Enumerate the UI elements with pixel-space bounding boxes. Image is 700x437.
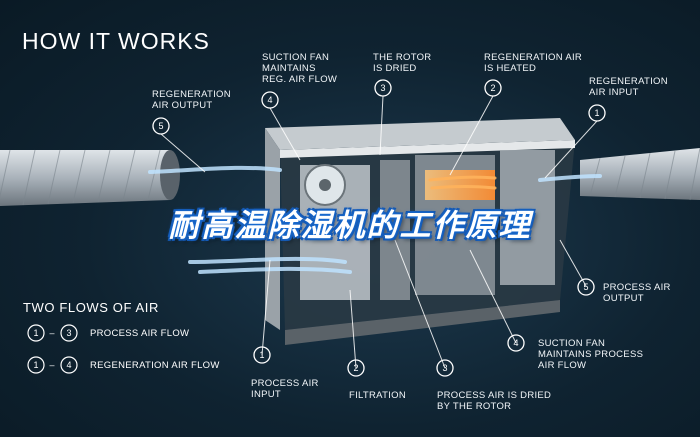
label-suction-reg: SUCTION FAN MAINTAINS REG. AIR FLOW bbox=[262, 52, 338, 85]
label-suction-process: SUCTION FAN MAINTAINS PROCESS AIR FLOW bbox=[538, 338, 644, 371]
right-duct bbox=[580, 147, 700, 201]
badge-regen-heated: 2 bbox=[490, 83, 495, 93]
legend-badges bbox=[27, 324, 78, 374]
page-title: HOW IT WORKS bbox=[22, 28, 210, 54]
cabinet bbox=[265, 118, 575, 345]
badge-process-input: 1 bbox=[259, 350, 264, 360]
legend-row2-sep: – bbox=[49, 360, 54, 370]
badge-process-output: 5 bbox=[583, 282, 588, 292]
label-regen-heated: REGENERATION AIR IS HEATED bbox=[484, 52, 583, 74]
badge-numbers: 5 4 3 2 1 5 4 1 2 3 bbox=[158, 83, 599, 373]
label-process-dried: PROCESS AIR IS DRIED BY THE ROTOR bbox=[437, 390, 552, 412]
badge-suction-reg: 4 bbox=[267, 95, 272, 105]
label-process-input: PROCESS AIR INPUT bbox=[251, 378, 319, 400]
left-duct bbox=[0, 149, 180, 206]
legend-row1-sep: – bbox=[49, 328, 54, 338]
badge-regen-input: 1 bbox=[594, 108, 599, 118]
badge-suction-process: 4 bbox=[513, 338, 518, 348]
badge-rotor-dried: 3 bbox=[380, 83, 385, 93]
badge-process-dried: 3 bbox=[442, 363, 447, 373]
legend-row1-from: 1 bbox=[33, 328, 38, 338]
regeneration-air-flow bbox=[428, 175, 497, 190]
process-air-flow bbox=[148, 165, 602, 274]
legend-row1-to: 3 bbox=[66, 328, 71, 338]
leader-lines bbox=[160, 95, 598, 369]
label-filtration: FILTRATION bbox=[349, 390, 407, 401]
legend-row2-from: 1 bbox=[33, 360, 38, 370]
legend-title: TWO FLOWS OF AIR bbox=[23, 300, 159, 315]
legend-regen-label: REGENERATION AIR FLOW bbox=[90, 360, 220, 371]
label-rotor-dried: THE ROTOR IS DRIED bbox=[373, 52, 432, 74]
callout-badges bbox=[152, 79, 606, 377]
banner-title: 耐高温除湿机的工作原理 bbox=[168, 208, 532, 244]
label-regen-output: REGENERATION AIR OUTPUT bbox=[152, 89, 231, 111]
label-regen-input: REGENERATION AIR INPUT bbox=[589, 76, 668, 98]
legend-row2-to: 4 bbox=[66, 360, 71, 370]
badge-filtration: 2 bbox=[353, 363, 358, 373]
label-process-output: PROCESS AIR OUTPUT bbox=[603, 282, 671, 304]
legend-process-label: PROCESS AIR FLOW bbox=[90, 328, 190, 339]
badge-regen-output: 5 bbox=[158, 121, 163, 131]
